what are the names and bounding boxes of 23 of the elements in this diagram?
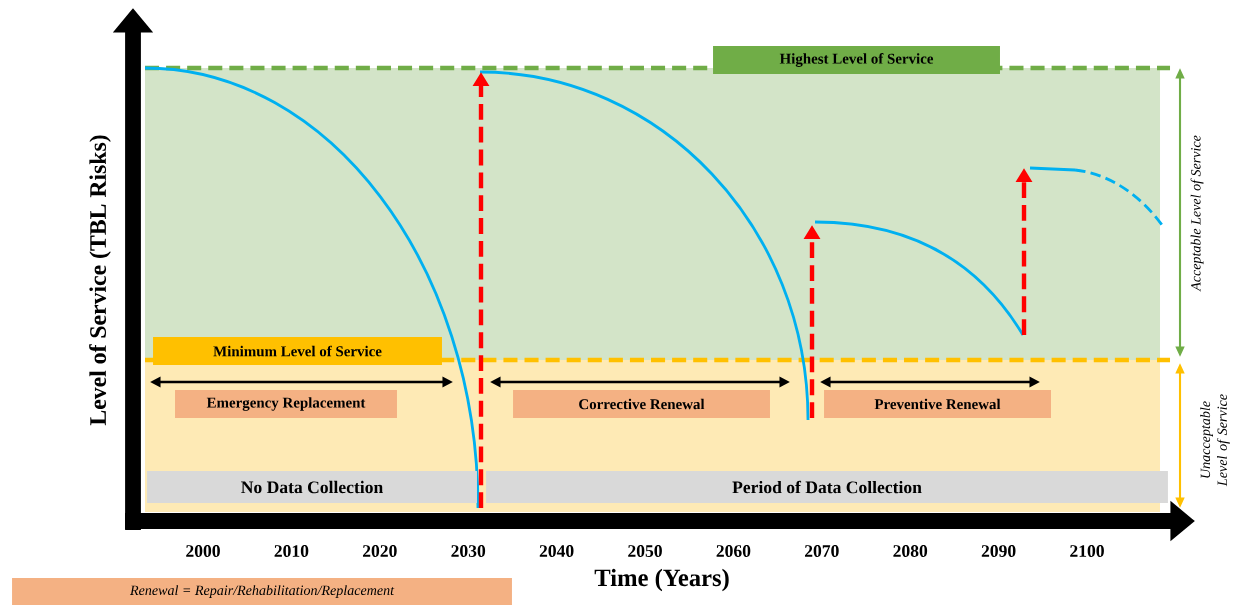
tick-label: 2100 <box>1070 545 1104 557</box>
zone-label: Unacceptable Level of Service <box>1200 394 1230 487</box>
tick-label: 2060 <box>716 545 751 557</box>
tick-label: 2080 <box>893 545 928 557</box>
label-box: Corrective Renewal <box>513 390 770 418</box>
zone-label: Acceptable Level of Service <box>1190 135 1204 292</box>
label-box: Highest Level of Service <box>713 46 1000 74</box>
label-box: Period of Data Collection <box>486 471 1168 503</box>
tick-label: 2040 <box>539 545 574 557</box>
tick-label: 2090 <box>981 545 1016 557</box>
tick-label: 2020 <box>363 545 397 557</box>
tick-label: 2050 <box>628 545 662 557</box>
label-box: Preventive Renewal <box>824 390 1051 418</box>
axis-title: Time (Years) <box>594 568 729 592</box>
label-box: Minimum Level of Service <box>153 337 442 365</box>
tick-label: 2010 <box>274 545 309 557</box>
axis-title: Level of Service (TBL Risks) <box>89 135 111 426</box>
tick-label: 2000 <box>186 545 220 557</box>
label-box: No Data Collection <box>147 471 477 503</box>
label-box: Renewal = Repair/Rehabilitation/Replacement <box>12 578 512 605</box>
tick-label: 2070 <box>805 545 839 557</box>
tick-label: 2030 <box>451 545 486 557</box>
label-box: Emergency Replacement <box>175 390 397 418</box>
